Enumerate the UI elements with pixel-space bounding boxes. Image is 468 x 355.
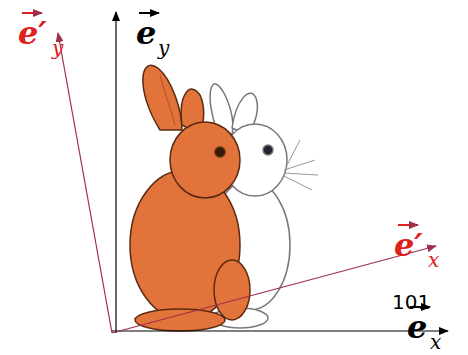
vector-subscript: x — [430, 332, 441, 352]
figure-number: 101 — [392, 292, 430, 312]
vector-arrows — [22, 13, 430, 307]
orange-rabbit — [130, 65, 250, 331]
rotated-x-axis — [112, 246, 436, 333]
vector-letter: e — [136, 17, 156, 49]
vector-subscript: y — [158, 38, 169, 58]
x-axis — [112, 330, 448, 331]
vector-subscript: y — [52, 38, 63, 58]
vector-letter: e′ — [394, 229, 423, 261]
y-axis — [115, 12, 116, 333]
vector-subscript: x — [428, 250, 439, 270]
vector-letter: e′ — [18, 17, 47, 49]
rotated-y-axis — [58, 33, 112, 333]
vector-letter: e — [407, 311, 427, 343]
